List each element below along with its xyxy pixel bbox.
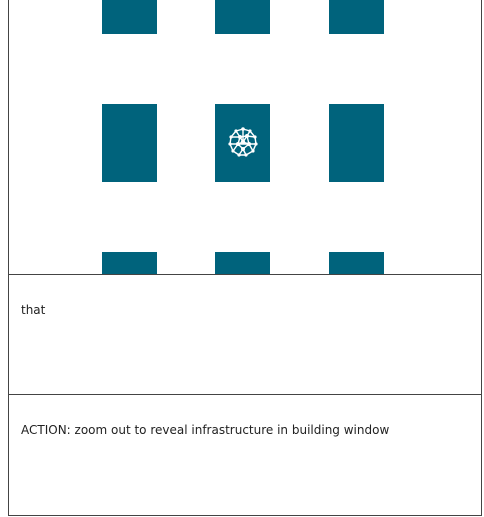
action-panel: ACTION: zoom out to reveal infrastructur… bbox=[8, 395, 482, 516]
window-middle-right bbox=[329, 104, 384, 182]
window-top-left bbox=[102, 0, 157, 34]
window-top-right bbox=[329, 0, 384, 34]
network-globe-icon bbox=[228, 127, 258, 157]
window-bottom-center bbox=[215, 252, 270, 274]
window-top-center bbox=[215, 0, 270, 34]
window-middle-left bbox=[102, 104, 157, 182]
window-bottom-left bbox=[102, 252, 157, 274]
action-text: ACTION: zoom out to reveal infrastructur… bbox=[21, 423, 390, 437]
building-scene bbox=[8, 0, 482, 275]
caption-text: that bbox=[21, 303, 46, 317]
window-middle-center bbox=[215, 104, 270, 182]
window-bottom-right bbox=[329, 252, 384, 274]
caption-panel: that bbox=[8, 275, 482, 395]
